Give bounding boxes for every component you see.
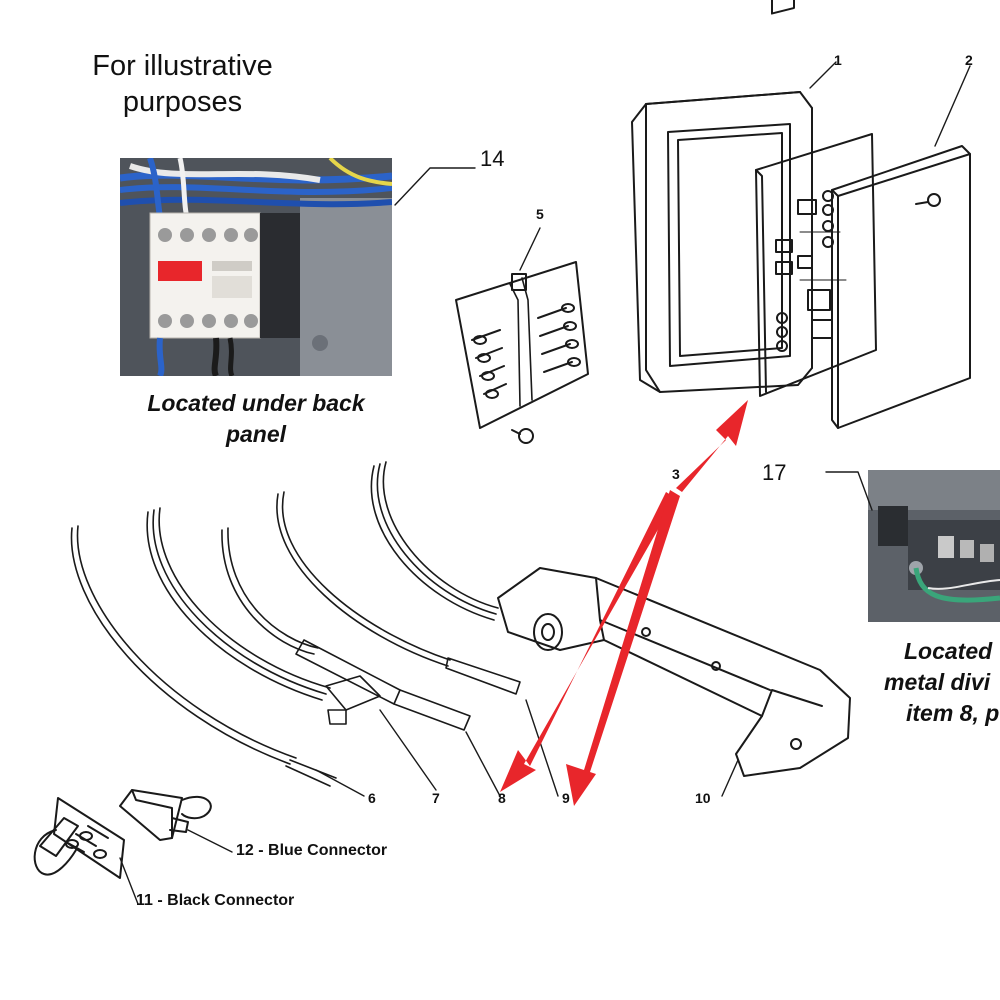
contactor-caption-line-1: Located under back bbox=[147, 390, 365, 416]
cable-item-9 bbox=[276, 491, 559, 797]
callout-1: 1 bbox=[834, 52, 842, 68]
callout-10: 10 bbox=[695, 790, 711, 806]
control-board-3 bbox=[755, 0, 877, 397]
red-arrows bbox=[500, 400, 748, 806]
callout-6: 6 bbox=[368, 790, 376, 806]
callout-7: 7 bbox=[432, 790, 440, 806]
callout-14-label: 14 bbox=[480, 146, 505, 171]
callout-9: 9 bbox=[562, 790, 570, 806]
cover-plate-2 bbox=[831, 65, 971, 429]
cable-bundle-top bbox=[370, 461, 499, 621]
title-line-1: For illustrative bbox=[92, 50, 273, 82]
black-connector-11 bbox=[33, 797, 139, 905]
cable-item-6 bbox=[70, 525, 365, 797]
bracket-10 bbox=[497, 567, 851, 797]
leader-14 bbox=[394, 167, 476, 206]
ground-strap-photo bbox=[868, 470, 1000, 622]
callout-17-label: 17 bbox=[762, 460, 787, 485]
cable-item-8 bbox=[221, 527, 501, 797]
housing-frame-1 bbox=[631, 61, 837, 393]
title: For illustrative purposes bbox=[70, 48, 295, 120]
ground-strap-caption-line-3: item 8, p bbox=[906, 700, 1000, 726]
callout-8: 8 bbox=[498, 790, 506, 806]
ground-strap-caption-line-2: metal divi bbox=[884, 669, 991, 695]
blue-connector-label: 12 - Blue Connector bbox=[236, 842, 388, 859]
cable-item-7 bbox=[146, 507, 437, 791]
blue-connector-12 bbox=[119, 789, 233, 853]
terminal-board-5 bbox=[455, 227, 589, 444]
contactor-caption: Located under back panel bbox=[120, 388, 392, 450]
ground-strap-caption-line-1: Located bbox=[904, 638, 993, 664]
title-line-2: purposes bbox=[122, 86, 243, 118]
callout-3: 3 bbox=[672, 466, 680, 482]
leader-17 bbox=[825, 471, 873, 511]
contactor-caption-line-2: panel bbox=[225, 421, 287, 447]
black-connector-label: 11 - Black Connector bbox=[136, 892, 295, 909]
ground-strap-caption: Located metal divi item 8, p bbox=[880, 636, 1000, 729]
callout-5: 5 bbox=[536, 206, 544, 222]
callout-2: 2 bbox=[965, 52, 973, 68]
contactor-photo bbox=[120, 158, 392, 376]
